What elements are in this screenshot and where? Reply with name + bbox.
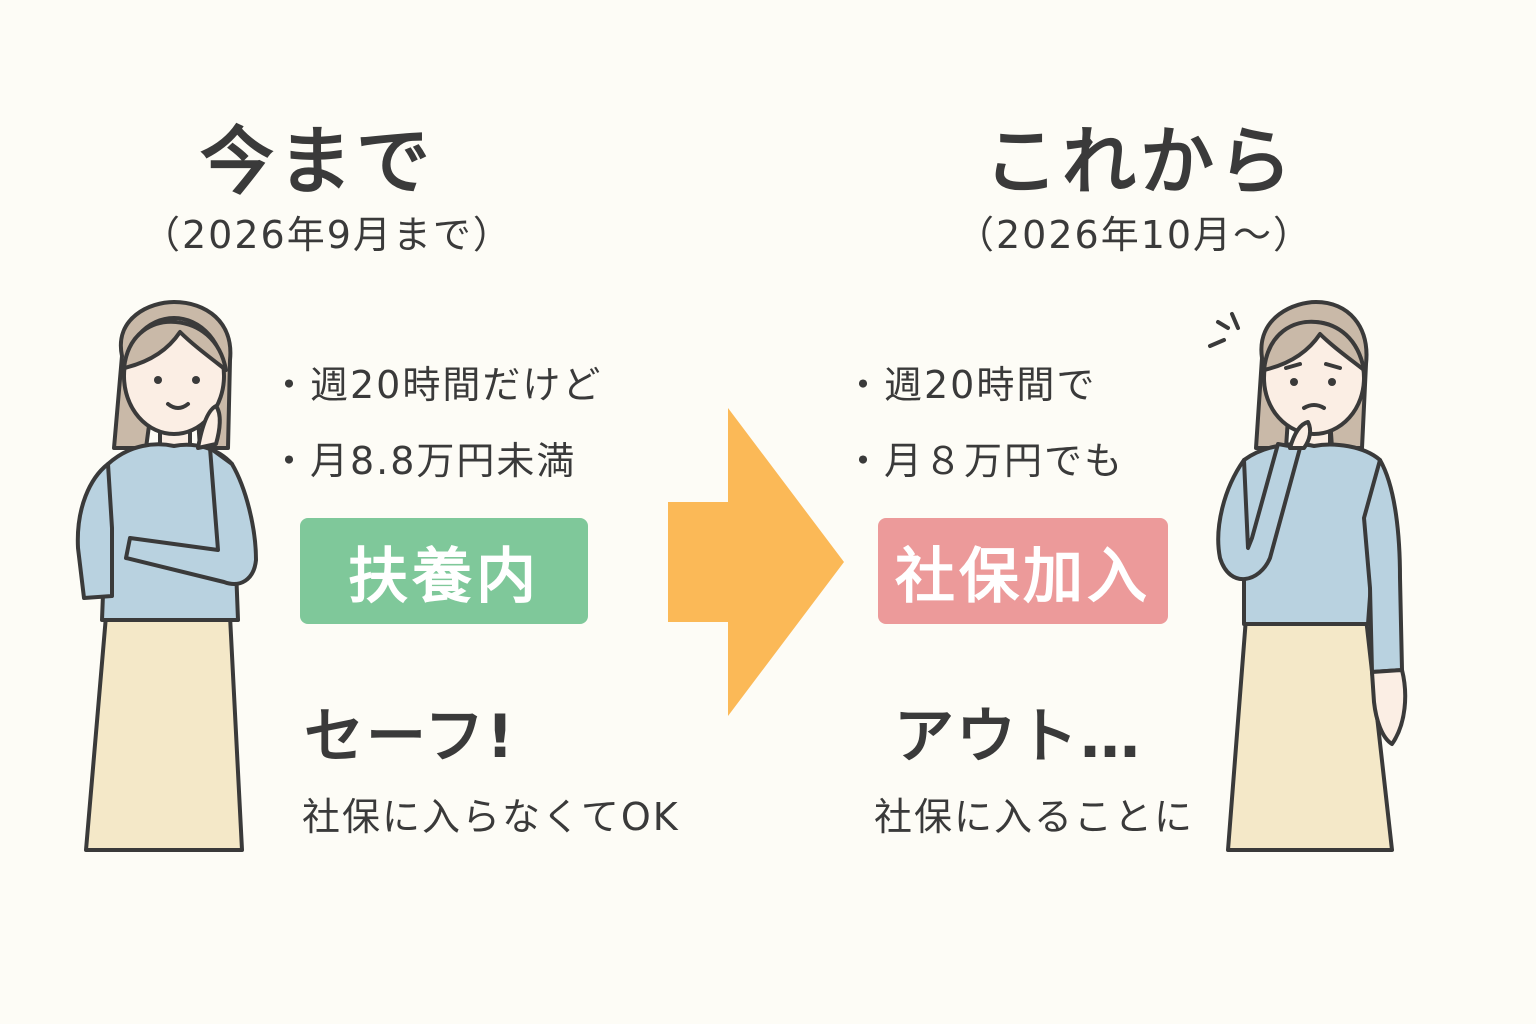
woman-worried-icon xyxy=(1208,300,1408,852)
after-verdict: アウト… xyxy=(894,702,1142,772)
after-condition-income: ・月８万円でも xyxy=(844,439,1125,483)
before-condition-income: ・月8.8万円未満 xyxy=(270,439,577,483)
after-title: これから xyxy=(984,119,1296,205)
arrow-right-icon xyxy=(668,408,844,716)
before-note: 社保に入らなくてOK xyxy=(302,795,680,839)
before-period: （2026年9月まで） xyxy=(142,213,513,257)
after-period: （2026年10月～） xyxy=(956,213,1314,257)
after-condition-hours: ・週20時間で xyxy=(844,363,1097,407)
after-badge: 社保加入 xyxy=(878,518,1168,624)
before-condition-hours: ・週20時間だけど xyxy=(270,363,603,407)
after-note: 社保に入ることに xyxy=(874,795,1195,839)
before-verdict: セーフ! xyxy=(304,702,516,772)
woman-relaxed-icon xyxy=(75,300,258,852)
before-title: 今まで xyxy=(200,119,434,205)
before-badge: 扶養内 xyxy=(300,518,588,624)
